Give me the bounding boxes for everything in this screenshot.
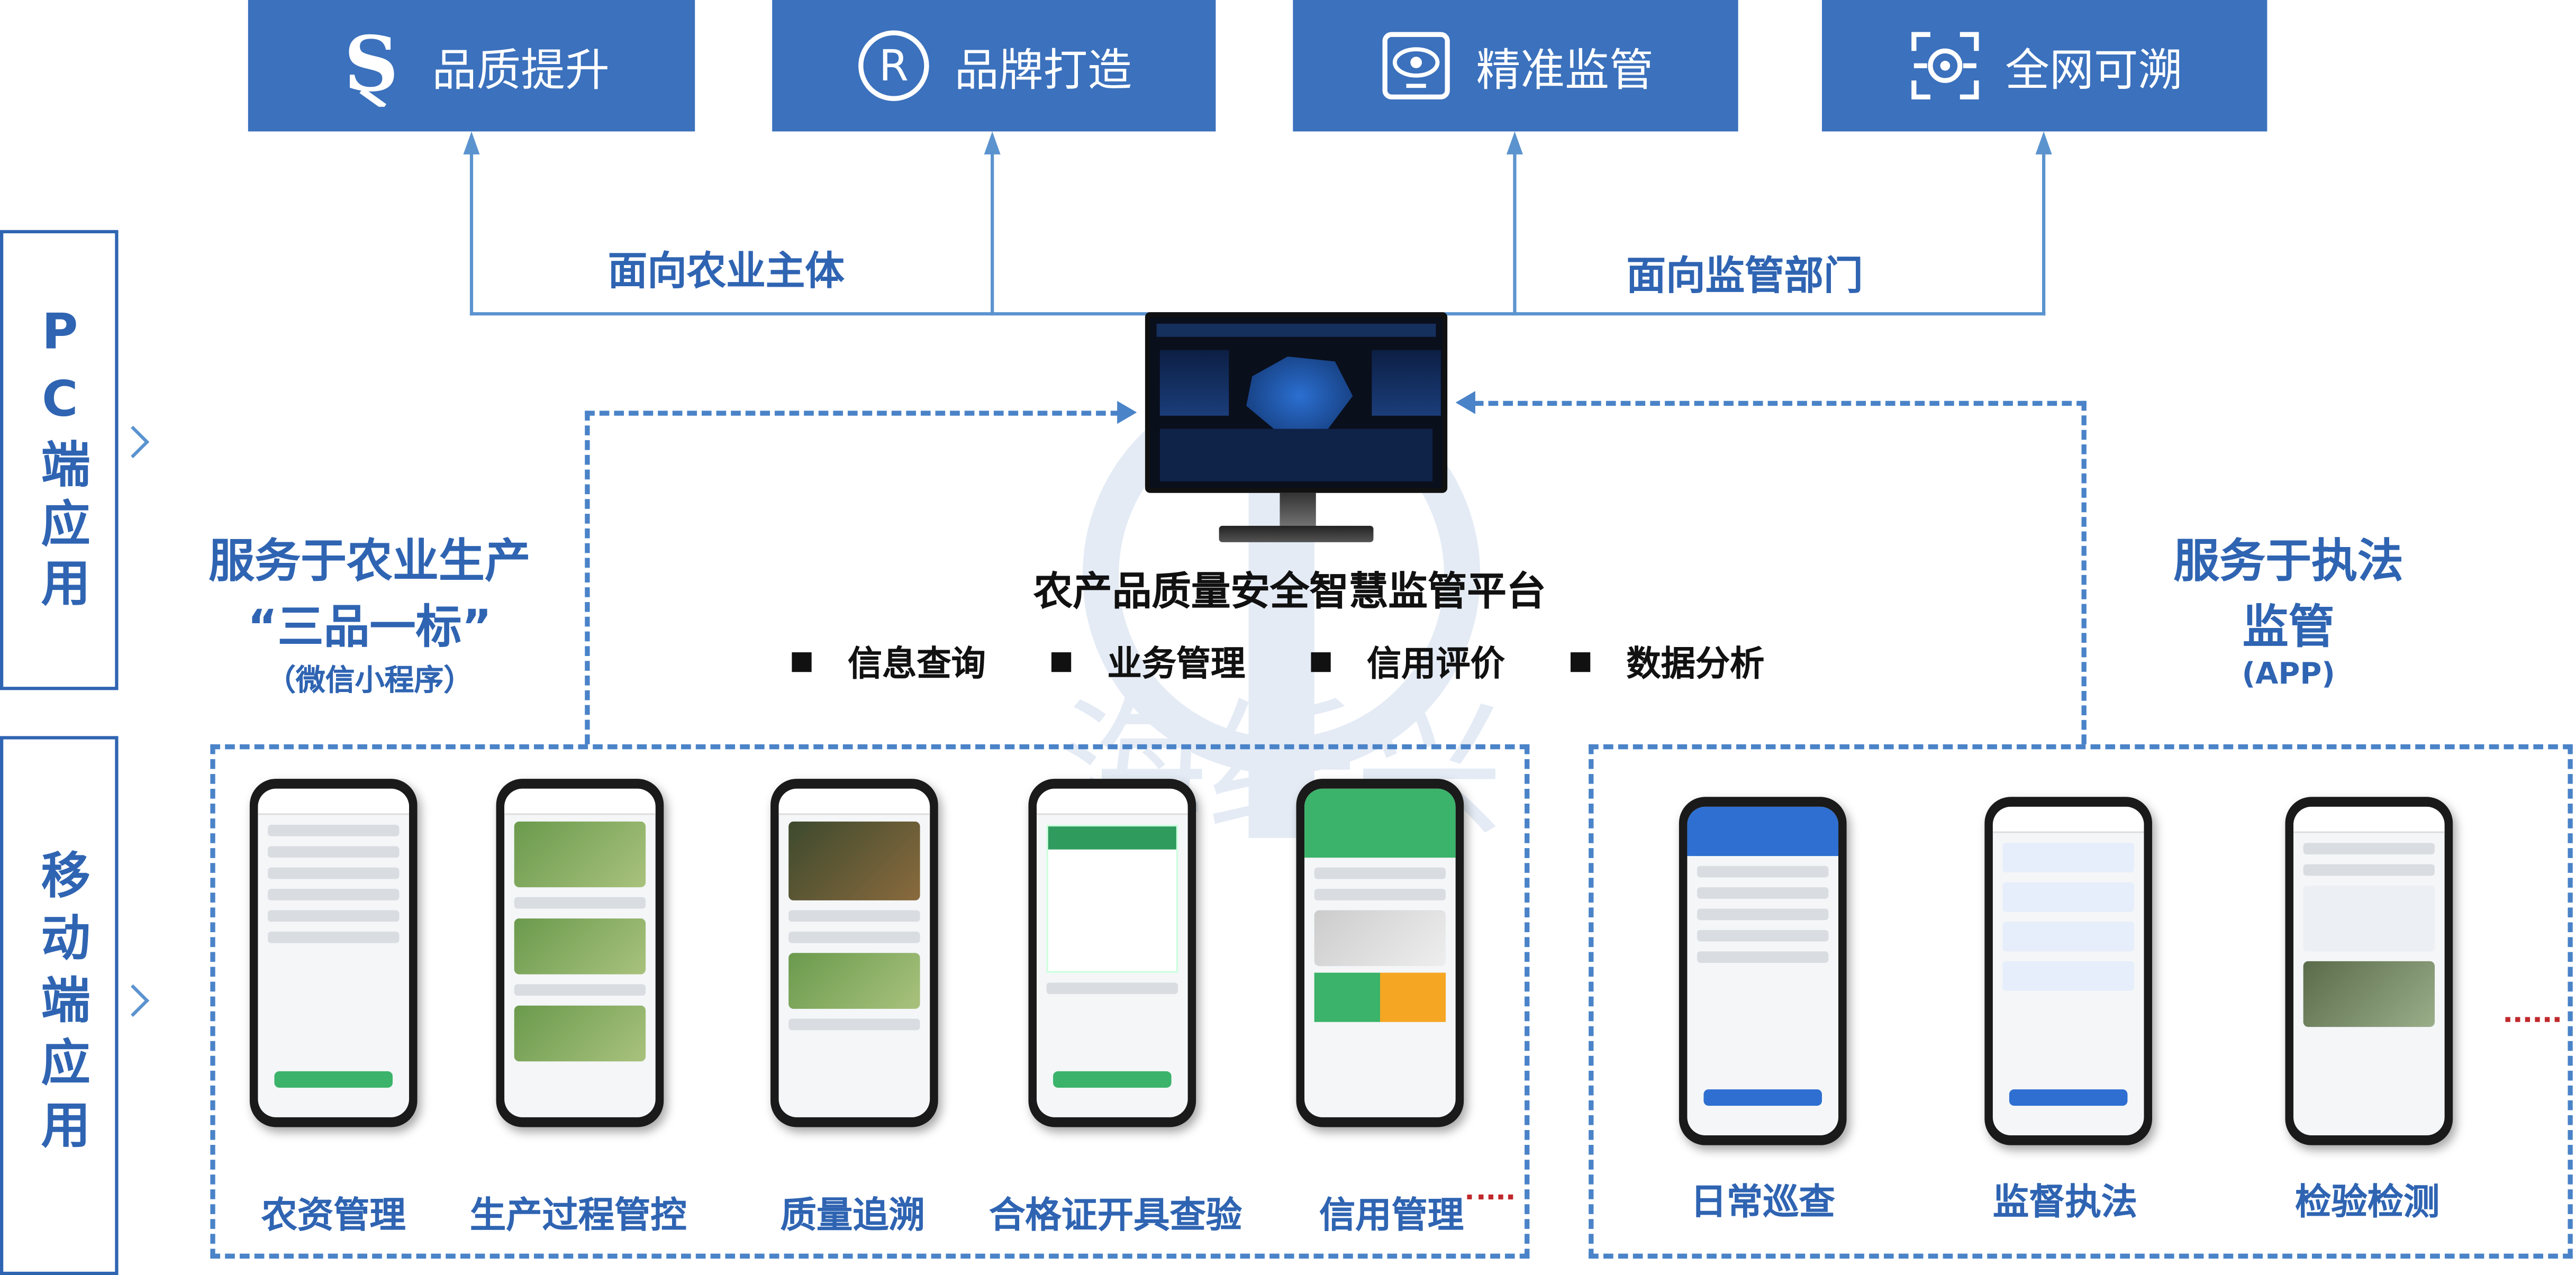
dashed-connector — [1473, 400, 2087, 406]
app-service-label: 服务于执法 监管 (APP) — [2103, 526, 2474, 692]
phone-mockup-certificate — [1028, 779, 1196, 1127]
phone-mockup-agri-inputs — [249, 779, 418, 1127]
monitor-dashboard-image — [1145, 312, 1448, 555]
connector-line — [2042, 148, 2046, 316]
box-label: 精准监管 — [1476, 45, 1654, 96]
feature-label: 业务管理 — [1107, 644, 1246, 684]
more-ellipsis-icon — [1467, 1194, 1513, 1200]
scan-trace-icon — [1907, 28, 1982, 104]
box-label: 品牌打造 — [954, 45, 1132, 96]
connector-line — [469, 148, 474, 316]
feature-item: 数据分析 — [1570, 638, 1765, 687]
service-line: （微信小程序） — [266, 663, 474, 698]
arrow-up-icon — [984, 131, 1001, 154]
phone-mockup-testing — [2285, 797, 2453, 1145]
square-bullet-icon — [1311, 652, 1331, 672]
mini-program-service-label: 服务于农业生产 “三品一标” （微信小程序） — [164, 526, 575, 700]
phone-mockup-enforcement — [1984, 797, 2153, 1145]
chevron-right-icon — [116, 984, 150, 1017]
service-line: 服务于农业生产 — [208, 534, 531, 588]
box-precise-supervision: 精准监管 — [1293, 0, 1738, 132]
feature-label: 信用评价 — [1367, 644, 1505, 684]
service-line: 服务于执法 — [2173, 534, 2404, 588]
audience-regulators: 面向监管部门 — [1626, 253, 1863, 299]
svg-text:R: R — [879, 41, 909, 91]
module-label: 生产过程管控 — [469, 1196, 687, 1237]
box-brand-building: R 品牌打造 — [772, 0, 1216, 132]
phone-mockup-production — [496, 779, 664, 1127]
feature-item: 信息查询 — [792, 638, 986, 687]
dashed-connector — [585, 411, 590, 744]
pc-app-label: PC端应用 — [0, 230, 119, 690]
dashed-connector — [585, 411, 1121, 416]
module-label: 合格证开具查验 — [988, 1196, 1242, 1237]
box-quality-improve: S 品质提升 — [248, 0, 695, 132]
arrow-right-icon — [1117, 400, 1137, 424]
arrow-up-icon — [2035, 131, 2052, 154]
box-label: 品质提升 — [432, 45, 610, 96]
pc-app-text: PC端应用 — [31, 304, 89, 616]
connector-line — [1513, 148, 1517, 316]
square-bullet-icon — [1051, 652, 1072, 672]
square-bullet-icon — [792, 652, 812, 672]
service-line: (APP) — [2242, 657, 2335, 692]
connector-line — [991, 148, 994, 316]
module-label: 监督执法 — [1992, 1183, 2138, 1224]
module-label: 检验检测 — [2295, 1183, 2440, 1224]
feature-label: 数据分析 — [1626, 644, 1765, 684]
platform-title: 农产品质量安全智慧监管平台 — [1033, 568, 1546, 615]
mobile-app-label: 移动端应用 — [0, 736, 119, 1275]
module-label: 农资管理 — [261, 1196, 406, 1237]
feature-item: 信用评价 — [1311, 638, 1505, 687]
eye-monitor-icon — [1377, 28, 1453, 104]
service-line: 监管 — [2242, 599, 2335, 654]
chevron-right-icon — [116, 425, 150, 459]
svg-text:S: S — [344, 25, 398, 107]
audience-farmers: 面向农业主体 — [607, 248, 845, 294]
quality-s-icon: S — [333, 25, 409, 107]
feature-item: 业务管理 — [1051, 638, 1245, 687]
phone-mockup-traceability — [770, 779, 938, 1127]
mobile-app-text: 移动端应用 — [31, 849, 89, 1162]
platform-features: 信息查询 业务管理 信用评价 数据分析 — [792, 638, 1830, 687]
dashed-connector — [2081, 400, 2087, 744]
app-group — [1589, 744, 2573, 1259]
feature-label: 信息查询 — [847, 644, 986, 684]
module-label: 信用管理 — [1319, 1196, 1464, 1237]
module-label: 质量追溯 — [780, 1196, 925, 1237]
more-ellipsis-icon — [2505, 1017, 2560, 1022]
service-line: “三品一标” — [247, 599, 492, 654]
arrow-left-icon — [1455, 391, 1475, 414]
arrow-up-icon — [1506, 131, 1523, 154]
mini-program-group — [210, 744, 1530, 1259]
box-full-traceability: 全网可溯 — [1822, 0, 2267, 132]
module-label: 日常巡查 — [1690, 1183, 1835, 1224]
square-bullet-icon — [1570, 652, 1591, 672]
registered-r-icon: R — [856, 28, 931, 104]
phone-mockup-credit — [1296, 779, 1464, 1127]
phone-mockup-inspection — [1679, 797, 1847, 1145]
box-label: 全网可溯 — [2005, 45, 2183, 96]
arrow-up-icon — [463, 131, 480, 154]
